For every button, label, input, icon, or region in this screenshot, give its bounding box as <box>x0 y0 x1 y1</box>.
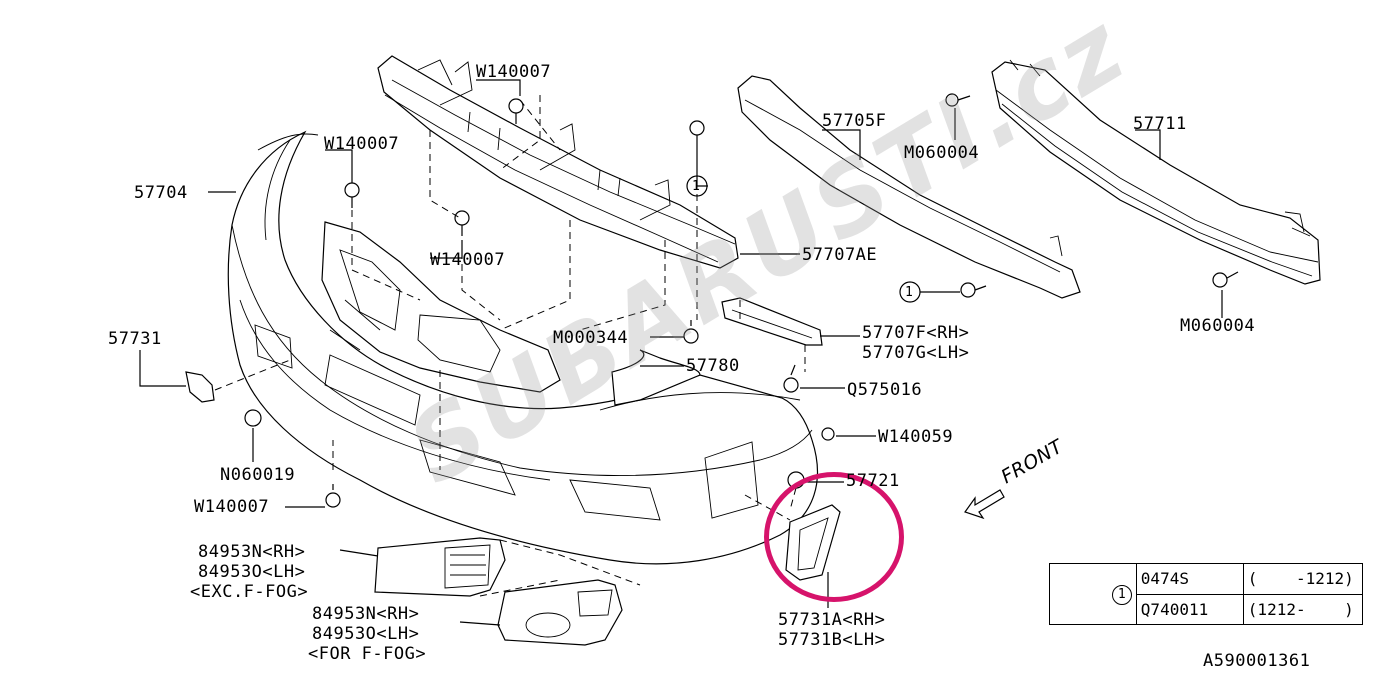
upper-reinforcement-57707ae <box>377 55 739 269</box>
legend-marker-cell: 1 <box>1049 563 1137 625</box>
legend-row: 1 0474S ( -1212) <box>1049 563 1363 625</box>
lip-57780 <box>599 349 801 411</box>
legend-part-cell: 0474S <box>1135 563 1244 595</box>
label-57704: 57704 <box>134 183 188 203</box>
label-w140059: W140059 <box>878 427 954 447</box>
legend-row: Q740011 (1212- ) <box>1050 593 1363 625</box>
fasteners <box>244 93 1239 508</box>
highlight-circle <box>764 472 904 602</box>
label-for-ffog: <FOR F-FOG> <box>308 644 427 664</box>
label-exc-ffog: <EXC.F-FOG> <box>190 582 309 602</box>
fog-cover-exc-ffog <box>374 537 506 597</box>
legend-range-cell: (1212- ) <box>1242 593 1363 625</box>
legend-marker: 1 <box>1111 585 1132 605</box>
label-57707ae: 57707AE <box>802 245 878 265</box>
label-57721: 57721 <box>846 471 900 491</box>
label-w140007-left: W140007 <box>324 134 400 154</box>
label-m000344: M000344 <box>553 328 629 348</box>
label-57731b: 57731B<LH> <box>778 630 886 650</box>
bumper-beam-57711 <box>991 59 1321 285</box>
legend-range-cell: ( -1212) <box>1242 563 1363 595</box>
label-57731a: 57731A<RH> <box>778 610 886 630</box>
label-n060019: N060019 <box>220 465 296 485</box>
label-57705f: 57705F <box>822 111 887 131</box>
label-84953n-for: 84953N<RH> <box>312 604 420 624</box>
callout-circles <box>686 175 921 303</box>
label-57731: 57731 <box>108 329 162 349</box>
reference-number: A590001361 <box>1203 651 1311 671</box>
label-84953o-for: 84953O<LH> <box>312 624 420 644</box>
label-q575016: Q575016 <box>847 380 923 400</box>
label-w140007-bottom: W140007 <box>194 497 270 517</box>
legend-part-cell: Q740011 <box>1135 593 1244 625</box>
front-arrow <box>964 489 1005 520</box>
label-w140007-mid: W140007 <box>430 250 506 270</box>
bracket-57707f <box>721 297 823 346</box>
label-w140007-top: W140007 <box>476 62 552 82</box>
energy-absorber-57705f <box>737 75 1081 299</box>
label-m060004-top: M060004 <box>904 143 980 163</box>
label-84953o-exc: 84953O<LH> <box>198 562 306 582</box>
callout-1-right: 1 <box>905 285 914 300</box>
fog-cover-for-ffog <box>497 579 623 646</box>
side-cover-57731 <box>185 371 215 403</box>
label-57780: 57780 <box>686 356 740 376</box>
label-57707g: 57707G<LH> <box>862 343 970 363</box>
legend-table: 1 0474S ( -1212) Q740011 (1212- ) <box>1049 563 1363 625</box>
label-57711: 57711 <box>1133 114 1187 134</box>
label-57707f: 57707F<RH> <box>862 323 970 343</box>
bumper-face-57704 <box>227 130 819 565</box>
callout-1-top: 1 <box>692 179 701 194</box>
label-84953n-exc: 84953N<RH> <box>198 542 306 562</box>
label-m060004-right: M060004 <box>1180 316 1256 336</box>
